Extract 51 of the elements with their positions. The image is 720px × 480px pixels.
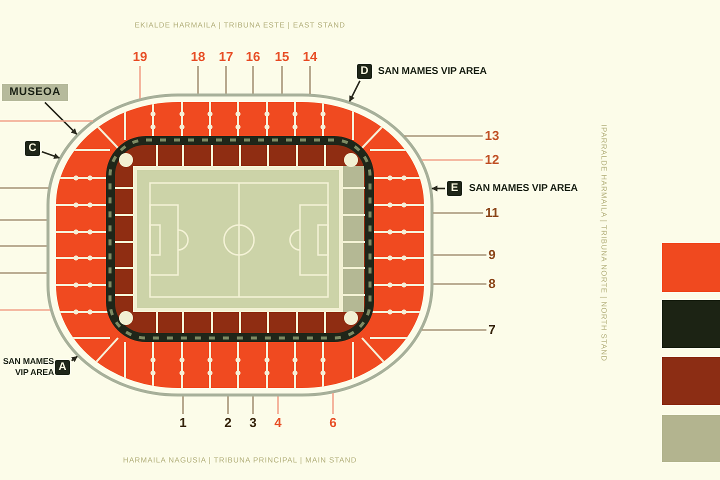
leader-line <box>309 66 311 94</box>
gate-number: 12 <box>484 153 500 167</box>
arrow <box>431 186 445 192</box>
leader-line <box>422 159 483 161</box>
gate-number: 6 <box>329 416 337 430</box>
gate-number: 3 <box>249 416 257 430</box>
leader-line <box>332 393 334 414</box>
leader-line <box>0 187 48 189</box>
museum-sign: MUSEOA <box>2 84 68 101</box>
arrow <box>44 102 78 135</box>
leader-line <box>252 396 254 414</box>
leader-line <box>0 245 46 247</box>
leader-line <box>433 254 486 256</box>
gate-number: 1 <box>179 416 187 430</box>
zone-letter-badge: E <box>447 181 462 196</box>
vip-area-label: SAN MAMES VIP AREA <box>378 66 487 78</box>
leader-line <box>422 329 486 331</box>
zone-letter-badge: D <box>357 64 372 79</box>
gate-number: 14 <box>302 50 318 64</box>
gate-number: 15 <box>274 50 290 64</box>
leader-line <box>225 66 227 94</box>
gate-number: 13 <box>484 129 500 143</box>
gate-number: 8 <box>488 277 496 291</box>
leader-line <box>197 66 199 94</box>
leader-line <box>433 283 486 285</box>
arrow <box>42 151 60 159</box>
leader-line <box>433 212 484 214</box>
gate-number: 11 <box>485 206 499 220</box>
vip-area-label: SAN MAMES VIP AREA <box>469 183 578 195</box>
leader-line <box>227 396 229 414</box>
leader-line <box>0 219 46 221</box>
gate-number: 16 <box>246 50 260 64</box>
leader-line <box>139 66 141 98</box>
leader-line <box>0 272 46 274</box>
vip-area-label: SAN MAMES VIP AREA <box>2 356 54 378</box>
leader-line <box>277 396 279 414</box>
leader-line <box>281 66 283 94</box>
gate-number: 7 <box>488 323 496 337</box>
leader-line <box>0 120 93 122</box>
gate-number: 9 <box>488 248 496 262</box>
gate-number: 18 <box>190 50 206 64</box>
leader-line <box>252 66 254 94</box>
gate-number: 19 <box>132 50 148 64</box>
arrow <box>348 80 361 102</box>
leader-line <box>404 135 483 137</box>
gate-number: 4 <box>274 416 282 430</box>
leader-line <box>182 396 184 414</box>
zone-letter-badge: C <box>25 141 40 156</box>
gate-number: 2 <box>224 416 232 430</box>
gate-number: 17 <box>218 50 234 64</box>
leader-line <box>0 309 50 311</box>
